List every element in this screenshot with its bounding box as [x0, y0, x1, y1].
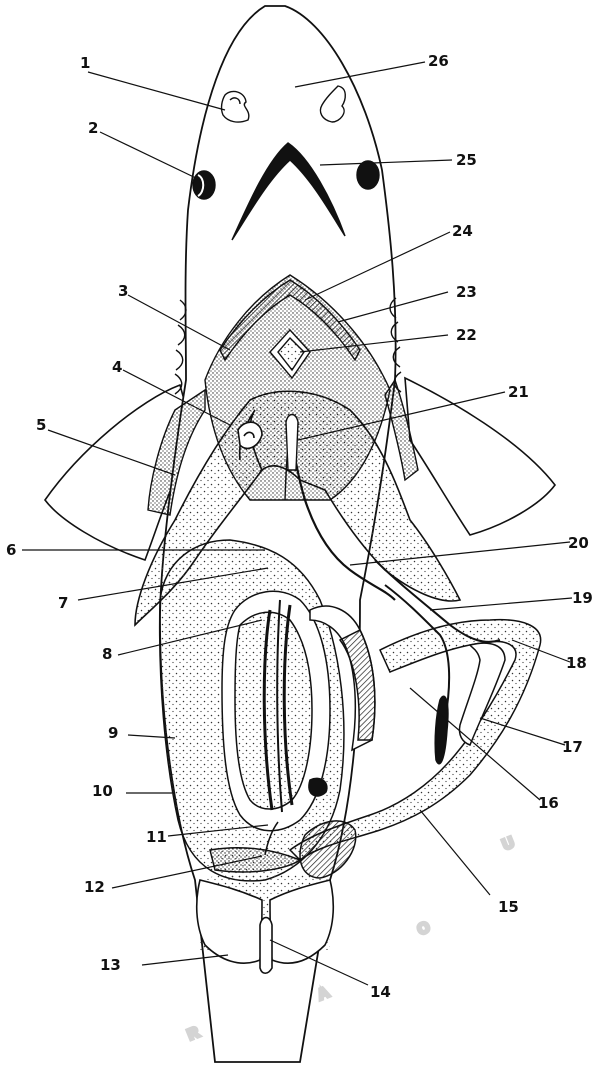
watermark-letter: O [415, 918, 432, 938]
label-2: 2 [88, 119, 98, 137]
label-12: 12 [84, 878, 105, 896]
label-14: 14 [370, 983, 391, 1001]
label-10: 10 [92, 782, 113, 800]
label-3: 3 [118, 282, 128, 300]
label-21: 21 [508, 383, 529, 401]
label-20: 20 [568, 534, 589, 552]
label-16: 16 [538, 794, 559, 812]
clasper [260, 918, 272, 974]
label-25: 25 [456, 151, 477, 169]
label-6: 6 [6, 541, 16, 559]
label-11: 11 [146, 828, 167, 846]
label-7: 7 [58, 594, 68, 612]
label-15: 15 [498, 898, 519, 916]
label-8: 8 [102, 645, 112, 663]
label-13: 13 [100, 956, 121, 974]
right-eye [357, 161, 379, 189]
watermark-letter: U [500, 834, 516, 854]
label-23: 23 [456, 283, 477, 301]
label-1: 1 [80, 54, 90, 72]
label-17: 17 [562, 738, 583, 756]
label-18: 18 [566, 654, 587, 672]
watermark-letter: R [185, 1024, 202, 1044]
label-22: 22 [456, 326, 477, 344]
label-19: 19 [572, 589, 593, 607]
label-24: 24 [452, 222, 473, 240]
label-26: 26 [428, 52, 449, 70]
watermark-letter: A [315, 984, 332, 1004]
label-9: 9 [108, 724, 118, 742]
label-5: 5 [36, 416, 46, 434]
label-4: 4 [112, 358, 122, 376]
